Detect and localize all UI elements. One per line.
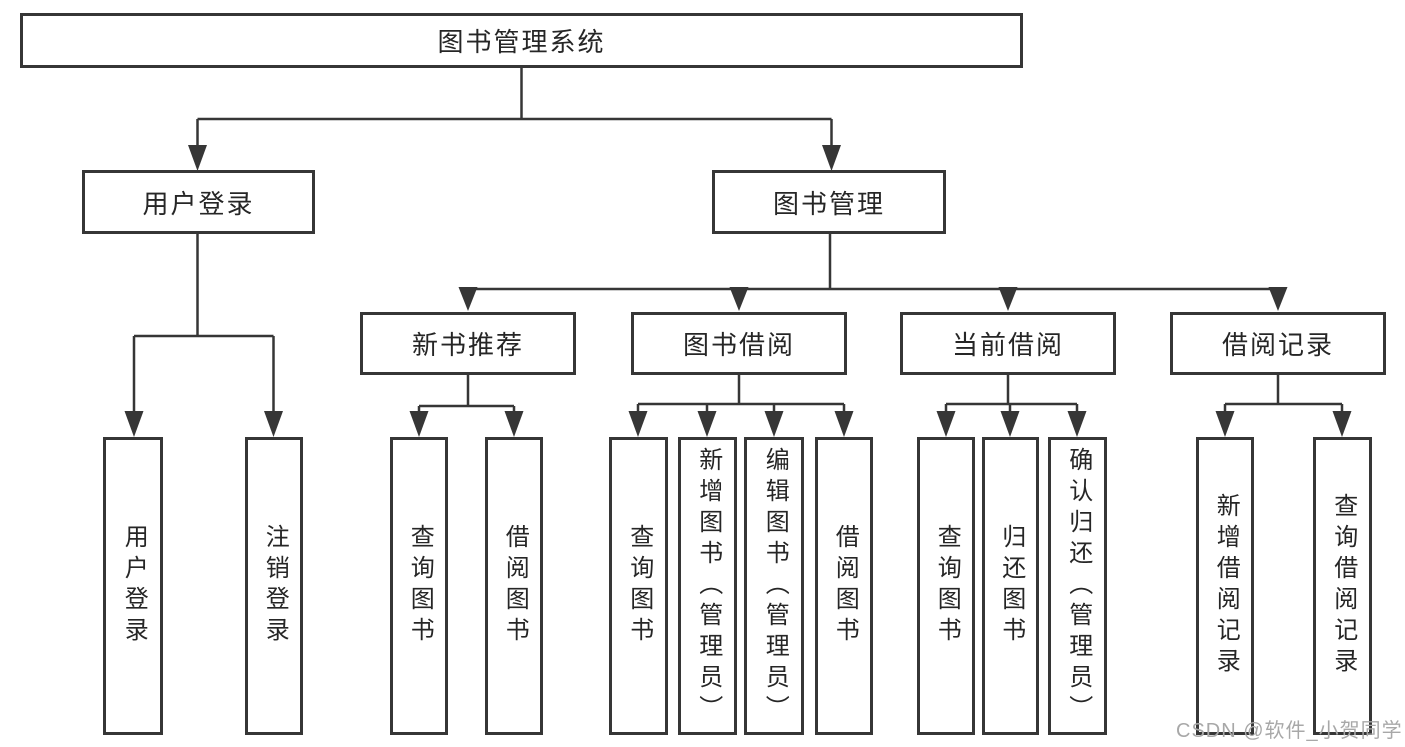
leaf-confirm-return-admin: 确认归还（管理员）	[1048, 437, 1107, 735]
node-label: 新增借阅记录	[1212, 493, 1240, 679]
csdn-watermark: CSDN @软件_小贺同学	[1176, 720, 1403, 742]
node-label: 图书管理系统	[437, 27, 606, 57]
arrow-down-icon	[822, 145, 841, 171]
arrow-down-icon	[409, 411, 429, 437]
connector-root-to-level2	[196, 68, 833, 147]
node-borrowing-records: 借阅记录	[1170, 312, 1386, 375]
node-book-borrowing: 图书借阅	[631, 312, 847, 375]
arrow-down-icon	[936, 411, 956, 437]
node-label: 查询借阅记录	[1329, 493, 1357, 679]
node-label: 借阅记录	[1221, 330, 1334, 360]
node-user-login: 用户登录	[82, 170, 315, 234]
node-label: 归还图书	[997, 524, 1025, 648]
node-label: 确认归还（管理员）	[1064, 446, 1092, 726]
arrow-down-icon	[188, 145, 207, 171]
node-label: 借阅图书	[831, 524, 859, 648]
node-label: 当前借阅	[951, 330, 1064, 360]
connector-borrow-record-children	[1223, 375, 1344, 413]
arrow-down-icon	[458, 287, 478, 311]
arrow-down-icon	[1268, 287, 1288, 311]
leaf-query-books: 查询图书	[390, 437, 448, 735]
arrow-down-icon	[1215, 411, 1235, 437]
connector-book-borrow-children	[636, 375, 846, 413]
node-label: 编辑图书（管理员）	[761, 446, 789, 726]
node-label: 图书管理	[772, 188, 885, 219]
node-label: 图书借阅	[682, 330, 795, 360]
arrow-down-icon	[998, 287, 1018, 311]
leaf-return-books: 归还图书	[982, 437, 1039, 735]
arrow-down-icon	[697, 411, 717, 437]
arrow-down-icon	[1332, 411, 1352, 437]
node-label: 查询图书	[406, 524, 434, 648]
arrow-down-icon	[764, 411, 784, 437]
arrow-down-icon	[264, 411, 283, 437]
node-library-system: 图书管理系统	[20, 13, 1023, 68]
leaf-edit-books-admin: 编辑图书（管理员）	[744, 437, 804, 735]
node-label: 用户登录	[120, 524, 148, 648]
node-new-book-recommend: 新书推荐	[360, 312, 576, 375]
leaf-logout: 注销登录	[245, 437, 303, 735]
leaf-query-books: 查询图书	[609, 437, 668, 735]
node-book-management: 图书管理	[712, 170, 946, 234]
node-label: 查询图书	[933, 524, 961, 648]
arrow-down-icon	[124, 411, 144, 437]
arrow-down-icon	[1000, 411, 1020, 437]
node-current-borrowing: 当前借阅	[900, 312, 1116, 375]
connector-user-login-children	[132, 234, 275, 413]
leaf-user-login: 用户登录	[103, 437, 163, 735]
node-label: 用户登录	[142, 188, 255, 219]
arrow-down-icon	[1067, 411, 1087, 437]
node-label: 新增图书（管理员）	[694, 446, 722, 726]
arrow-down-icon	[628, 411, 648, 437]
leaf-query-books: 查询图书	[917, 437, 975, 735]
leaf-add-books-admin: 新增图书（管理员）	[678, 437, 737, 735]
node-label: 注销登录	[261, 524, 289, 648]
arrowheads	[124, 145, 1352, 437]
node-label: 借阅图书	[501, 524, 529, 648]
connector-current-borrow-children	[944, 375, 1079, 413]
connector-book-mgmt-sections	[466, 234, 1280, 293]
leaf-query-borrow-record: 查询借阅记录	[1313, 437, 1372, 735]
arrow-down-icon	[504, 411, 524, 437]
node-label: 新书推荐	[411, 330, 524, 360]
arrow-down-icon	[729, 287, 749, 311]
node-label: 查询图书	[625, 524, 653, 648]
leaf-borrow-books: 借阅图书	[815, 437, 873, 735]
arrow-down-icon	[834, 411, 854, 437]
connector-new-book-children	[417, 375, 516, 413]
leaf-borrow-books: 借阅图书	[485, 437, 543, 735]
leaf-add-borrow-record: 新增借阅记录	[1196, 437, 1254, 735]
